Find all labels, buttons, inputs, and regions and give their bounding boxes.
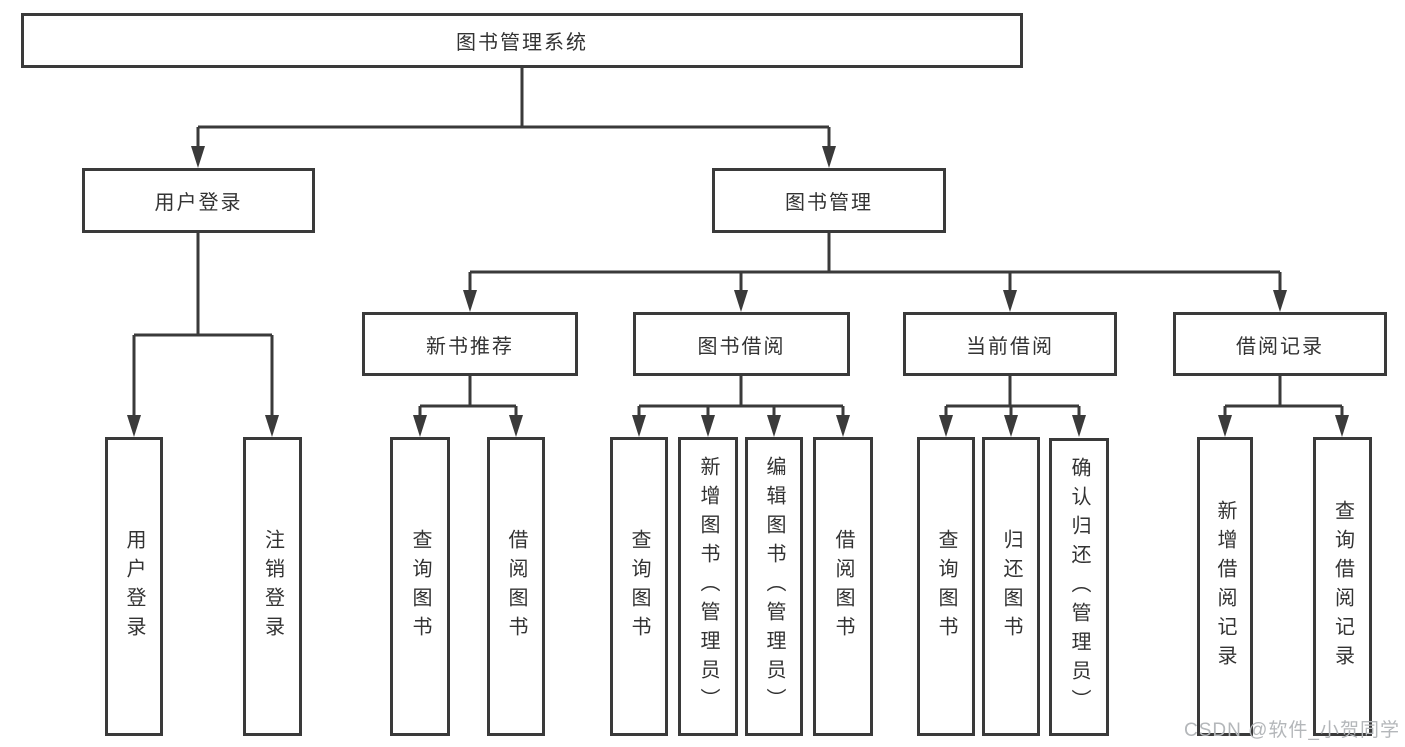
leaf-borrow-edit-admin-label: 编辑图书（管理员） [763, 456, 785, 717]
leaf-record-add: 新增借阅记录 [1197, 437, 1253, 736]
node-book-borrow: 图书借阅 [633, 312, 850, 376]
leaf-current-return-label: 归还图书 [1000, 528, 1022, 645]
leaf-newbook-borrow: 借阅图书 [487, 437, 545, 736]
leaf-logout: 注销登录 [243, 437, 302, 736]
leaf-borrow-add-admin: 新增图书（管理员） [678, 437, 738, 736]
connector-borrow-record [1223, 376, 1344, 417]
leaf-borrow-borrow-label: 借阅图书 [832, 528, 854, 645]
csdn-watermark: CSDN @软件_小贺同学 [1184, 720, 1400, 741]
leaf-user-login-label: 用户登录 [123, 528, 145, 645]
node-borrow-record-label: 借阅记录 [1236, 335, 1324, 358]
leaf-borrow-add-admin-label: 新增图书（管理员） [697, 456, 719, 717]
leaf-current-confirm-admin: 确认归还（管理员） [1049, 438, 1109, 736]
node-user-login-label: 用户登录 [154, 192, 243, 214]
node-book-mgmt: 图书管理 [712, 168, 946, 233]
connector-book-mgmt [468, 232, 1282, 292]
arrowheads [127, 146, 1349, 437]
leaf-logout-label: 注销登录 [261, 528, 284, 645]
node-borrow-record: 借阅记录 [1173, 312, 1387, 376]
leaf-newbook-borrow-label: 借阅图书 [505, 528, 527, 645]
connector-current-borrow [944, 376, 1081, 417]
leaf-record-add-label: 新增借阅记录 [1214, 499, 1236, 674]
leaf-current-query-label: 查询图书 [935, 528, 957, 645]
leaf-borrow-edit-admin: 编辑图书（管理员） [745, 437, 803, 736]
node-book-mgmt-label: 图书管理 [785, 192, 873, 214]
leaf-newbook-query-label: 查询图书 [409, 528, 431, 645]
leaf-borrow-query-label: 查询图书 [628, 528, 650, 645]
leaf-current-confirm-admin-label: 确认归还（管理员） [1068, 456, 1090, 718]
leaf-current-return: 归还图书 [982, 437, 1040, 736]
leaf-current-query: 查询图书 [917, 437, 975, 736]
leaf-record-query: 查询借阅记录 [1313, 437, 1372, 736]
node-new-book-rec-label: 新书推荐 [426, 335, 514, 358]
node-library-system: 图书管理系统 [21, 13, 1023, 68]
node-user-login: 用户登录 [82, 168, 315, 233]
leaf-borrow-query: 查询图书 [610, 437, 668, 736]
connector-book-borrow [637, 376, 845, 417]
leaf-newbook-query: 查询图书 [390, 437, 450, 736]
connector-root [196, 68, 831, 148]
node-library-system-label: 图书管理系统 [456, 32, 588, 54]
connector-new-book [418, 376, 518, 417]
leaf-user-login: 用户登录 [105, 437, 163, 736]
node-new-book-rec: 新书推荐 [362, 312, 578, 376]
connector-user-login [132, 232, 274, 417]
node-book-borrow-label: 图书借阅 [697, 335, 786, 358]
leaf-record-query-label: 查询借阅记录 [1331, 499, 1354, 674]
node-current-borrow: 当前借阅 [903, 312, 1117, 376]
leaf-borrow-borrow: 借阅图书 [813, 437, 873, 736]
node-current-borrow-label: 当前借阅 [966, 335, 1054, 358]
